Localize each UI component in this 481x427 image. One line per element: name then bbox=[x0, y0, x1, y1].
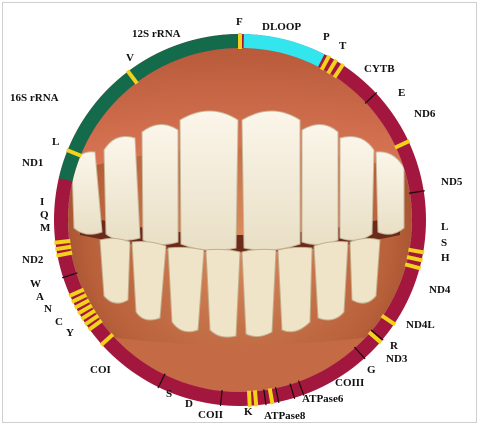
label-p: P bbox=[323, 31, 330, 43]
label-atpase6: ATPase6 bbox=[302, 393, 344, 405]
label-16s-rrna: 16S rRNA bbox=[10, 92, 59, 104]
label-c: C bbox=[55, 316, 63, 328]
trna-marker bbox=[249, 391, 250, 407]
label-nd5: ND5 bbox=[441, 176, 463, 188]
label-nd1: ND1 bbox=[22, 157, 43, 169]
label-l-left: L bbox=[52, 136, 59, 148]
label-coi: COI bbox=[90, 364, 111, 376]
label-h: H bbox=[441, 252, 450, 264]
label-atpase8: ATPase8 bbox=[264, 410, 306, 422]
label-a: A bbox=[36, 291, 44, 303]
label-nd3: ND3 bbox=[386, 353, 408, 365]
label-t: T bbox=[339, 40, 347, 52]
label-r: R bbox=[390, 340, 399, 352]
label-nd2: ND2 bbox=[22, 254, 44, 266]
trna-marker bbox=[408, 250, 424, 253]
label-12s-rrna: 12S rRNA bbox=[132, 28, 181, 40]
label-n: N bbox=[44, 303, 52, 315]
label-nd4: ND4 bbox=[429, 284, 451, 296]
label-f: F bbox=[236, 16, 243, 28]
label-w: W bbox=[30, 278, 41, 290]
label-l-right: L bbox=[441, 221, 448, 233]
label-coii: COII bbox=[198, 409, 223, 421]
label-y: Y bbox=[66, 327, 74, 339]
trna-marker bbox=[55, 247, 71, 250]
label-i: I bbox=[40, 196, 44, 208]
label-v: V bbox=[126, 52, 134, 64]
label-k: K bbox=[244, 406, 253, 418]
label-nd6: ND6 bbox=[414, 108, 436, 120]
label-d: D bbox=[185, 398, 193, 410]
trna-marker bbox=[54, 241, 70, 243]
label-nd4l: ND4L bbox=[406, 319, 435, 331]
label-coiii: COIII bbox=[335, 377, 364, 389]
label-dloop: DLOOP bbox=[262, 21, 301, 33]
label-g: G bbox=[367, 364, 376, 376]
trna-marker bbox=[270, 388, 273, 404]
label-cytb: CYTB bbox=[364, 63, 395, 75]
label-q: Q bbox=[40, 209, 49, 221]
trna-marker bbox=[255, 390, 256, 406]
label-m: M bbox=[40, 222, 51, 234]
label-s-right: S bbox=[441, 237, 447, 249]
label-s-left: S bbox=[166, 388, 172, 400]
label-e: E bbox=[398, 87, 405, 99]
